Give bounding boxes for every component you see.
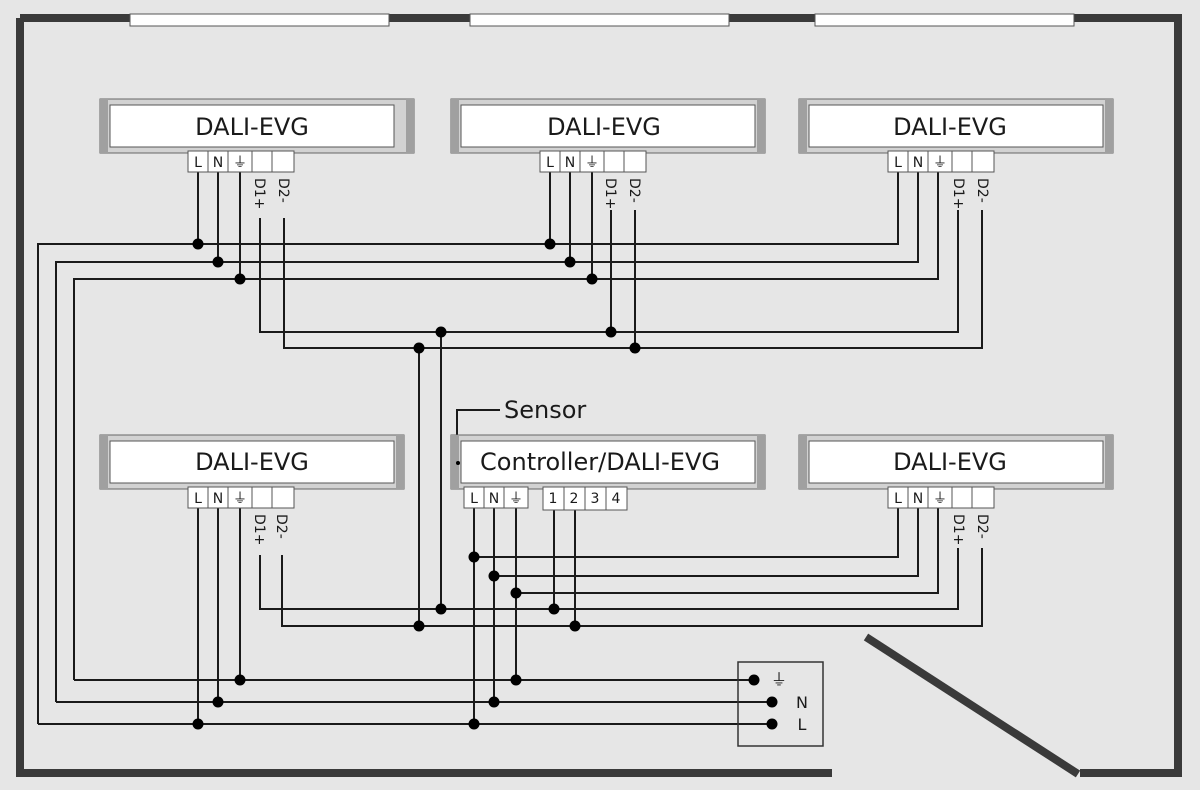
sensor-point <box>456 461 460 465</box>
unit-bottom-left: DALI-EVG L N ⏚ D1+ D2- <box>99 434 405 545</box>
sensor-label: Sensor <box>504 396 586 424</box>
control-terminal-4: 4 <box>612 491 621 507</box>
terminal-l: L <box>470 491 478 507</box>
supply-n-label: N <box>796 693 808 712</box>
unit-bottom-right: DALI-EVG L N ⏚ D1+ D2- <box>798 434 1114 545</box>
terminal-n: N <box>913 155 923 171</box>
terminal-n: N <box>213 491 223 507</box>
terminal-n: N <box>565 155 575 171</box>
bus-label-d2: D2- <box>974 514 990 539</box>
unit-title: DALI-EVG <box>893 448 1007 476</box>
terminal-l: L <box>894 491 902 507</box>
bus-label-d1: D1+ <box>602 178 618 209</box>
terminal-pe: ⏚ <box>233 155 247 171</box>
terminal-pe: ⏚ <box>933 155 947 171</box>
controller-unit: Controller/DALI-EVG L N ⏚ 1 2 3 4 <box>450 434 766 511</box>
bus-label-d2: D2- <box>974 178 990 203</box>
terminal-l: L <box>546 155 554 171</box>
window-2 <box>469 13 730 27</box>
window-3 <box>814 13 1075 27</box>
terminal-pe: ⏚ <box>233 491 247 507</box>
terminal-n: N <box>913 491 923 507</box>
window-1 <box>129 13 390 27</box>
supply-box: ⏚ N L <box>737 661 824 747</box>
terminal-block: L N ⏚ <box>887 150 995 173</box>
bus-label-d2: D2- <box>626 178 642 203</box>
terminal-n: N <box>213 155 223 171</box>
unit-top-left: DALI-EVG L N ⏚ D1+ D2- <box>99 98 415 209</box>
terminal-block: L N ⏚ <box>539 150 647 173</box>
terminal-l: L <box>894 155 902 171</box>
controller-title: Controller/DALI-EVG <box>480 448 720 476</box>
earth-icon: ⏚ <box>771 670 787 689</box>
unit-title: DALI-EVG <box>195 113 309 141</box>
bus-label-d1: D1+ <box>251 514 267 545</box>
bus-label-d1: D1+ <box>251 178 267 209</box>
terminal-block: L N ⏚ <box>187 150 295 173</box>
terminal-pe: ⏚ <box>585 155 599 171</box>
bus-label-d2: D2- <box>275 178 291 203</box>
unit-top-mid: DALI-EVG L N ⏚ D1+ D2- <box>450 98 766 209</box>
terminal-block: L N ⏚ <box>463 486 529 509</box>
unit-title: DALI-EVG <box>195 448 309 476</box>
terminal-pe: ⏚ <box>933 491 947 507</box>
bus-label-d1: D1+ <box>950 178 966 209</box>
terminal-block: L N ⏚ <box>887 486 995 509</box>
unit-title: DALI-EVG <box>547 113 661 141</box>
unit-top-right: DALI-EVG L N ⏚ D1+ D2- <box>798 98 1114 209</box>
control-terminal-3: 3 <box>591 491 600 507</box>
control-terminal-2: 2 <box>570 491 579 507</box>
terminal-l: L <box>194 491 202 507</box>
door <box>863 633 1081 778</box>
supply-l-label: L <box>798 715 807 734</box>
terminal-block: L N ⏚ <box>187 486 295 509</box>
bus-label-d2: D2- <box>273 514 289 539</box>
terminal-pe: ⏚ <box>509 491 523 507</box>
bus-label-d1: D1+ <box>950 514 966 545</box>
control-terminal-block: 1 2 3 4 <box>542 486 628 511</box>
terminal-l: L <box>194 155 202 171</box>
terminal-n: N <box>489 491 499 507</box>
junction-dots <box>192 238 778 730</box>
unit-title: DALI-EVG <box>893 113 1007 141</box>
control-terminal-1: 1 <box>549 491 558 507</box>
